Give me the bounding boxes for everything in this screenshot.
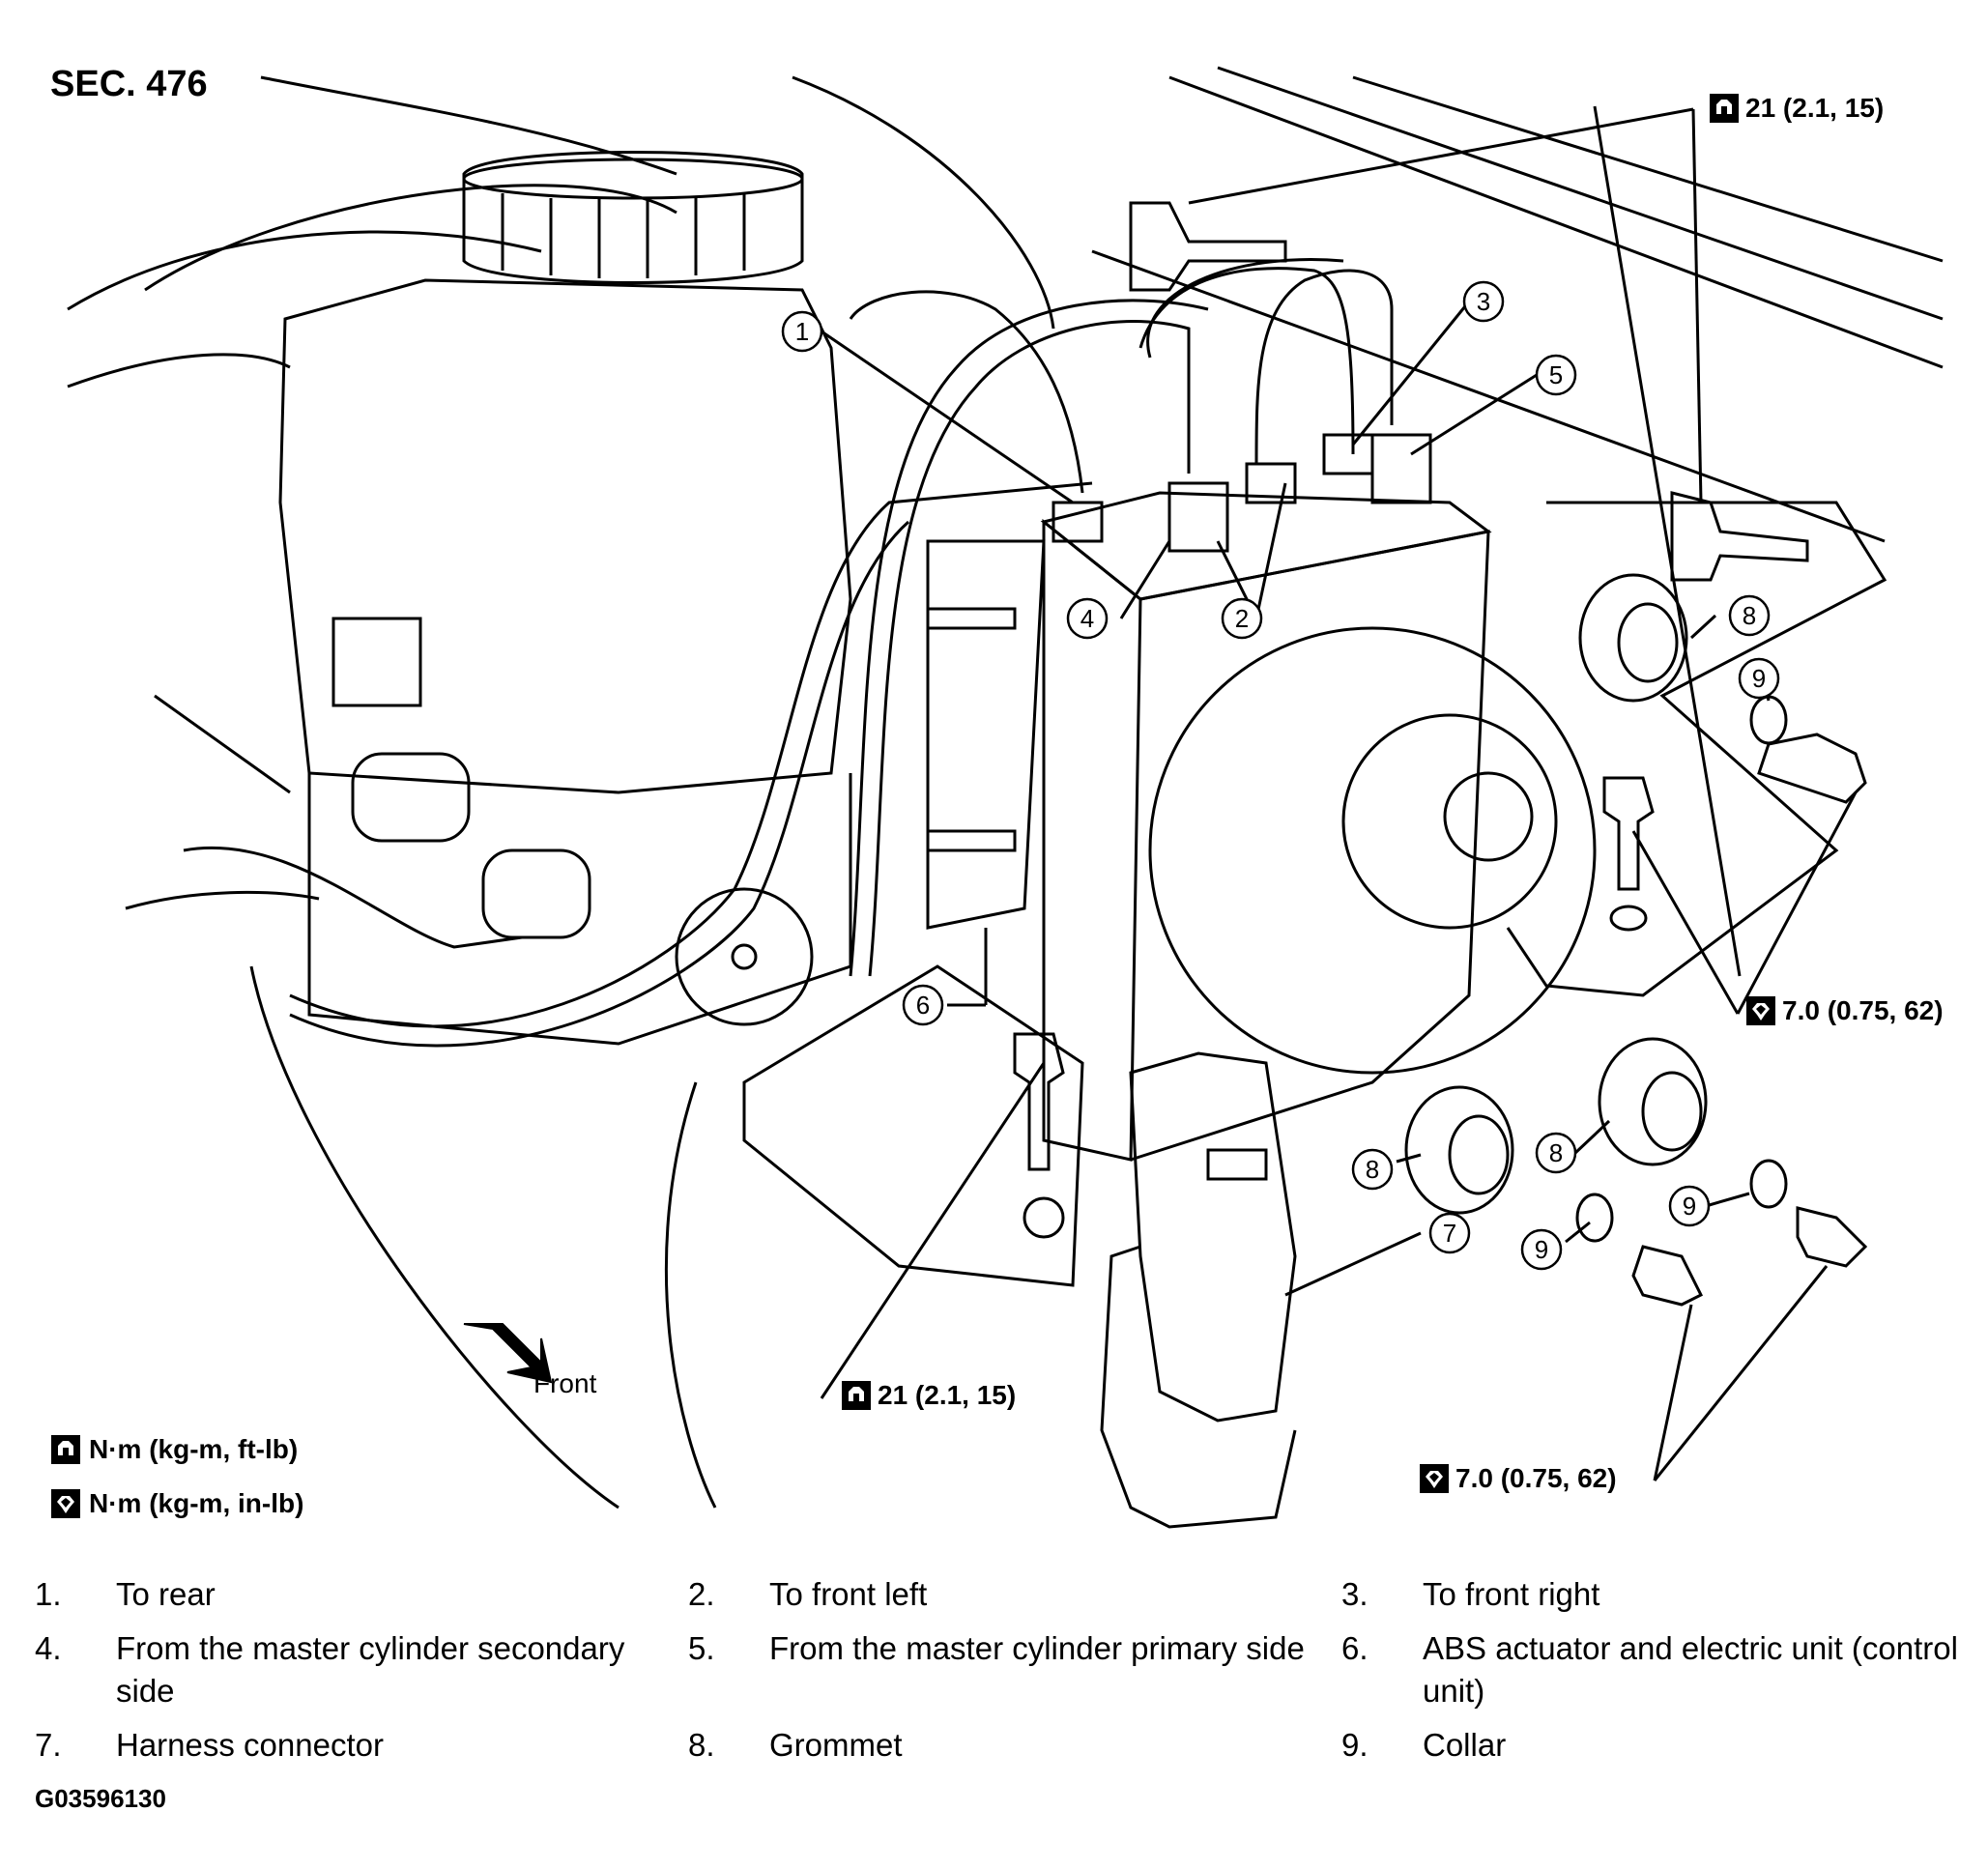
callout-num: 9 <box>1752 664 1766 693</box>
callout-4 <box>1066 597 1109 640</box>
callout-3 <box>1462 280 1505 323</box>
torque-open-wrench-icon <box>51 1435 80 1464</box>
body-panel-line <box>154 694 291 794</box>
legend-in-lb: N·m (kg-m, in-lb) <box>50 1488 303 1519</box>
reservoir-cap-top <box>462 158 804 200</box>
body-panel-line <box>125 890 320 910</box>
fitting <box>1052 501 1104 543</box>
front-direction-arrow <box>463 1323 553 1384</box>
grommet <box>1598 1037 1708 1166</box>
callout-num: 2 <box>1235 604 1249 633</box>
brake-line <box>289 520 909 1048</box>
actuator-block-side <box>1130 530 1490 1162</box>
collar <box>1575 1193 1614 1243</box>
legend-text: N·m (kg-m, ft-lb) <box>89 1434 299 1464</box>
bolt <box>1631 1245 1704 1307</box>
body-panel-line <box>260 75 677 176</box>
callout-8b <box>1351 1148 1394 1191</box>
body-panel-line <box>792 75 1055 330</box>
callout-num: 6 <box>916 991 930 1020</box>
torque-value: 7.0 (0.75, 62) <box>1455 1463 1617 1493</box>
collar <box>1749 695 1788 745</box>
legend-ft-lb: N·m (kg-m, ft-lb) <box>50 1434 298 1465</box>
reservoir-sensor <box>331 617 422 707</box>
fitting <box>1167 481 1229 553</box>
body-panel-line <box>144 184 677 292</box>
fitting <box>1370 433 1432 504</box>
harness-connector <box>1129 1051 1297 1423</box>
reservoir-tank <box>278 278 852 794</box>
actuator-block <box>1040 491 1492 601</box>
torque-value: 21 (2.1, 15) <box>878 1380 1017 1410</box>
figure-id: G03596130 <box>35 1784 166 1813</box>
torque-spec-bottom-right: 7.0 (0.75, 62) <box>1419 1463 1617 1494</box>
callout-1 <box>781 310 823 353</box>
callout-num: 8 <box>1549 1138 1563 1167</box>
bolt <box>1670 491 1809 582</box>
callout-num: 3 <box>1477 287 1490 316</box>
callout-numbers: 1 2 3 4 5 6 7 8 8 8 9 9 9 <box>795 287 1766 1264</box>
bolt <box>1602 776 1655 891</box>
torque-spec-right: 7.0 (0.75, 62) <box>1745 995 1944 1026</box>
torque-value: 7.0 (0.75, 62) <box>1782 995 1944 1025</box>
grommet <box>1578 573 1688 703</box>
collar <box>1749 1159 1788 1209</box>
legend-text: N·m (kg-m, in-lb) <box>89 1488 304 1518</box>
brake-line <box>183 846 523 949</box>
callout-num: 8 <box>1366 1155 1379 1184</box>
callout-num: 1 <box>795 317 809 346</box>
torque-spec-top-right: 21 (2.1, 15) <box>1709 93 1884 124</box>
mount-bracket <box>926 539 1046 930</box>
callout-num: 5 <box>1549 360 1563 389</box>
torque-filled-wrench-icon <box>51 1489 80 1518</box>
callout-num: 9 <box>1535 1235 1548 1264</box>
callout-2 <box>1221 597 1263 640</box>
callouts <box>781 280 1780 1271</box>
callout-9b <box>1520 1228 1563 1271</box>
callout-8c <box>1535 1132 1577 1174</box>
pump-motor <box>1148 626 1597 1075</box>
callout-8a <box>1728 594 1771 637</box>
grommet <box>1404 1085 1514 1215</box>
brake-line <box>849 299 1209 977</box>
torque-open-wrench-icon <box>1710 94 1739 123</box>
bolt <box>1757 733 1867 804</box>
lower-bracket <box>742 964 1084 1287</box>
bolt <box>1796 1206 1868 1268</box>
body-panel-line <box>67 230 542 311</box>
callout-6 <box>902 984 944 1026</box>
brake-line <box>1254 269 1394 465</box>
right-bracket <box>1506 501 1887 997</box>
torque-filled-wrench-icon <box>1746 996 1775 1025</box>
callout-9a <box>1738 657 1780 700</box>
brake-line <box>1138 267 1355 455</box>
callout-num: 7 <box>1443 1219 1456 1248</box>
torque-spec-bottom-center: 21 (2.1, 15) <box>841 1380 1016 1411</box>
bolt <box>1129 201 1287 292</box>
callout-5 <box>1535 354 1577 396</box>
brake-line <box>289 481 1093 1028</box>
brake-line <box>868 320 1191 977</box>
bolt <box>1013 1032 1065 1171</box>
brake-line <box>1146 257 1344 359</box>
torque-value: 21 (2.1, 15) <box>1745 93 1885 123</box>
body-panel-line <box>249 965 619 1510</box>
body-panel-line <box>664 1081 717 1509</box>
callout-7 <box>1428 1212 1471 1254</box>
callout-num: 4 <box>1080 604 1094 633</box>
callout-num: 8 <box>1743 601 1756 630</box>
torque-open-wrench-icon <box>842 1381 871 1410</box>
section-title: SEC. 476 <box>50 64 208 104</box>
callout-9c <box>1668 1185 1711 1227</box>
fitting <box>1245 462 1297 504</box>
body-panel-line <box>67 353 291 388</box>
reservoir-cap <box>462 151 804 284</box>
front-direction-label: Front <box>533 1368 597 1398</box>
brake-line <box>849 290 1084 494</box>
callout-num: 9 <box>1683 1192 1696 1221</box>
fitting <box>1322 433 1374 475</box>
master-cylinder-body <box>307 773 852 1046</box>
torque-filled-wrench-icon <box>1420 1464 1449 1493</box>
